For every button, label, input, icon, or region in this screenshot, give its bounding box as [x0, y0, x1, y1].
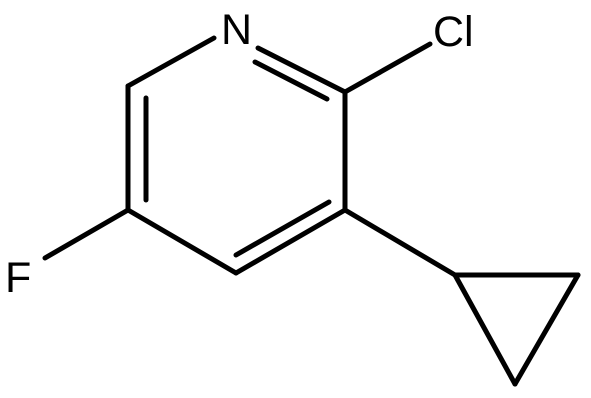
bond-c3-c4-double	[233, 199, 332, 258]
atom-label-nitrogen: N	[221, 6, 252, 54]
bond-c6-n	[125, 35, 217, 89]
atom-label-fluorine: F	[5, 254, 31, 302]
bond-n-c2	[255, 45, 348, 95]
atom-labels: N Cl F	[5, 6, 474, 302]
pyridine-ring	[125, 35, 348, 276]
bond-cp-2-3	[512, 272, 581, 387]
substituent-bonds	[42, 41, 458, 278]
bond-c4-c5	[125, 207, 239, 276]
bond-c3-cyclopropyl	[342, 207, 458, 278]
bond-c3-c4	[233, 207, 348, 276]
bond-c5-f	[42, 207, 131, 261]
bond-c2-cl	[342, 41, 433, 95]
cyclopropyl-ring	[452, 272, 581, 387]
bond-cp-3-1	[452, 272, 518, 387]
atom-label-chlorine: Cl	[433, 8, 474, 56]
bond-n-c2-double	[252, 59, 330, 102]
